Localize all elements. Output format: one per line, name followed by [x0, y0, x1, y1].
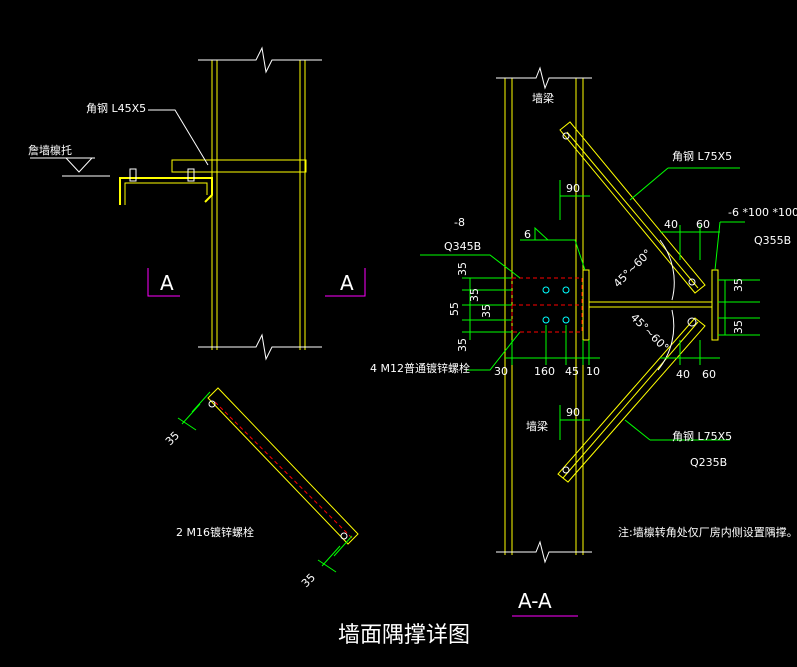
- bolts-m12-label: 4 M12普通镀锌螺栓: [370, 361, 470, 375]
- left-elevation: [30, 46, 366, 361]
- dim-60-bottom: 60: [702, 368, 716, 381]
- end-plate: [711, 269, 719, 341]
- angle-small-label: 角钢 L45X5: [86, 102, 146, 115]
- brace-detail: [177, 387, 359, 573]
- dim-30: 30: [494, 365, 508, 378]
- break-line-bottom: [198, 333, 322, 361]
- dim-35-l4: 35: [456, 338, 469, 352]
- dim-160: 160: [534, 365, 555, 378]
- plate-right-label: -6 *100 *100: [728, 206, 797, 219]
- dim-35-l2: 35: [468, 288, 481, 302]
- section-label-right: A: [340, 271, 354, 295]
- angle-top-deg: 45°~60°: [611, 247, 654, 290]
- cleat-bolt-1: [542, 286, 550, 294]
- bolt-1: [129, 168, 137, 182]
- wall-beam-bottom: 墙梁: [526, 419, 548, 433]
- angle-bottom-label: 角钢 L75X5: [672, 430, 732, 443]
- break-line-top: [198, 46, 322, 74]
- drawing-title: 墙面隅撑详图: [338, 623, 470, 648]
- section-aa-label: A-A: [518, 589, 552, 613]
- dim-35-r1: 35: [732, 278, 745, 292]
- stiffener-plate: [582, 269, 590, 341]
- dim-40-bottom: 40: [676, 368, 690, 381]
- brace-bolt-2: [340, 532, 348, 540]
- top-brace-angle: [559, 121, 706, 294]
- section-mark-left: [147, 268, 180, 297]
- section-aa: [420, 66, 760, 617]
- q345b-label: Q345B: [444, 240, 481, 253]
- cleat-bolt-2: [562, 286, 570, 294]
- dim-35-l3: 35: [480, 304, 493, 318]
- brace-bolt-1: [208, 400, 216, 408]
- bolt-note: 2 M16镀锌螺栓: [176, 525, 254, 539]
- z-purlin: [119, 177, 213, 205]
- dim-45: 45: [565, 365, 579, 378]
- purlin-label: 詹墙檩托: [28, 143, 72, 157]
- angle-bottom-deg: 45°~60°: [628, 311, 671, 354]
- weld-label: 6: [524, 228, 531, 241]
- dim-60-top: 60: [696, 218, 710, 231]
- section-label-left: A: [160, 271, 174, 295]
- dim-40-top: 40: [664, 218, 678, 231]
- dim-10: 10: [586, 365, 600, 378]
- dim-35-r2: 35: [732, 320, 745, 334]
- section-mark-right: [325, 268, 366, 297]
- dim-35-l1: 35: [456, 262, 469, 276]
- cleat-bolt-3: [542, 316, 550, 324]
- purlin-support-plate: [171, 159, 307, 173]
- brace-dim-upper: 35: [163, 429, 182, 448]
- brace-angle: [207, 387, 359, 545]
- brace-dim-lower: 35: [299, 571, 318, 590]
- dim-90-bottom: 90: [566, 406, 580, 419]
- dim-55: 55: [448, 302, 461, 316]
- q235b-label: Q235B: [690, 456, 727, 469]
- dim-90-top: 90: [566, 182, 580, 195]
- bottom-brace-angle: [557, 317, 706, 483]
- plate-left-label: -8: [454, 216, 465, 229]
- note-text: 注:墙檩转角处仅厂房内侧设置隅撑。: [618, 525, 797, 539]
- bolt-2: [187, 168, 195, 182]
- wall-beam-top: 墙梁: [532, 91, 554, 105]
- q355b-label: Q355B: [754, 234, 791, 247]
- angle-top-label: 角钢 L75X5: [672, 150, 732, 163]
- cleat-bolt-4: [562, 316, 570, 324]
